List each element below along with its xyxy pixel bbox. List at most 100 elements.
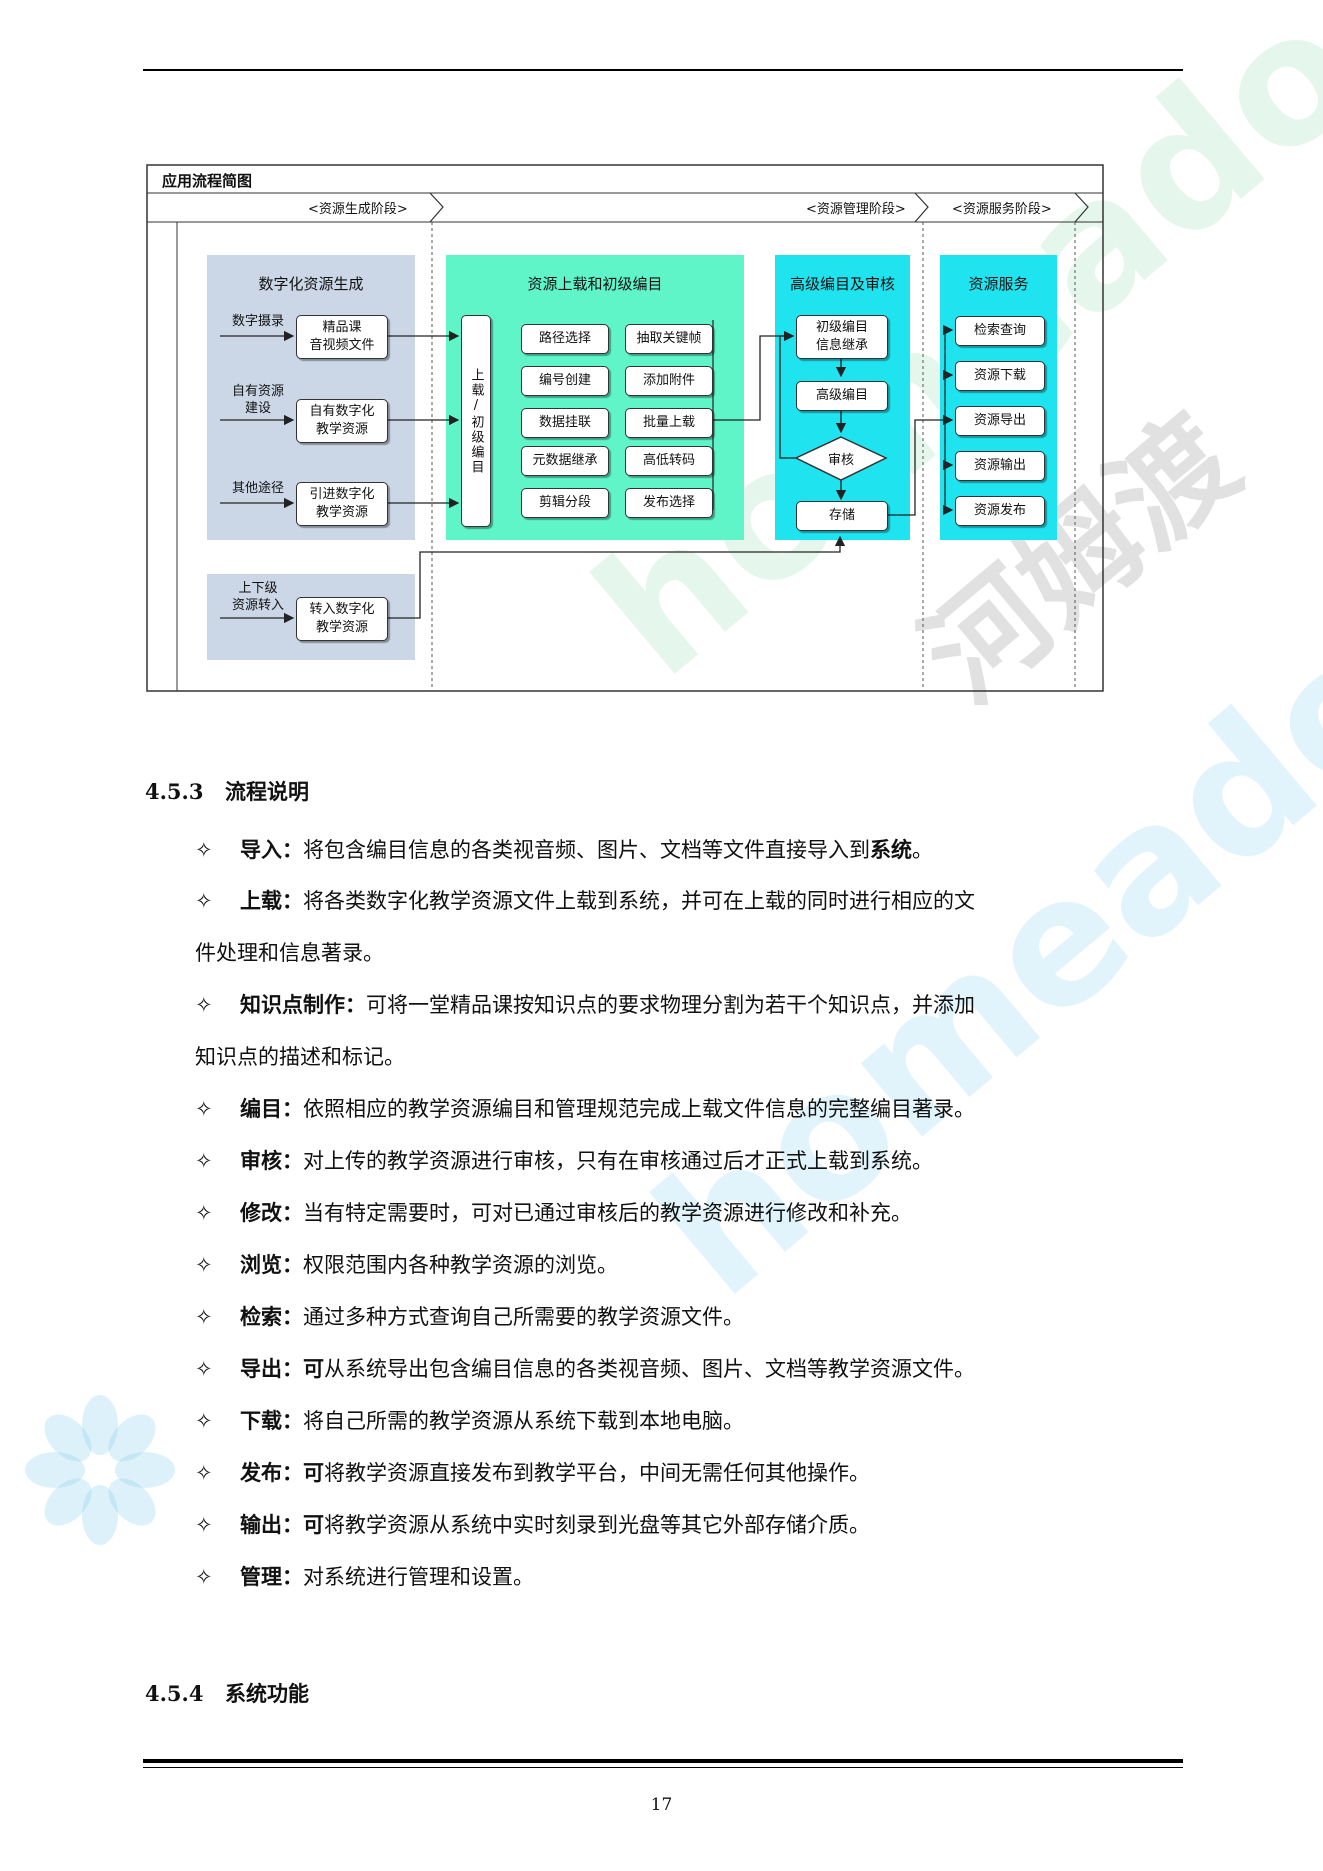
bullet-icon: ✧ [195,1357,213,1381]
section-heading: 4.5.4 系统功能 [145,1678,309,1708]
bullet-icon: ✧ [195,889,213,913]
page-number: 17 [650,1795,673,1815]
item-term: 输出： [240,1512,303,1537]
item-text: 将教学资源从系统中实时刻录到光盘等其它外部存储介质。 [324,1513,870,1537]
list-item: ✧ 输出：可将教学资源从系统中实时刻录到光盘等其它外部存储介质。 [195,1509,1185,1541]
footer-rule-thin [143,1767,1183,1768]
source-box: 转入数字化 教学资源 [296,597,388,641]
item-continuation: 件处理和信息著录。 [195,941,384,965]
item-term: 发布： [240,1460,303,1485]
item-text: 可将一堂精品课按知识点的要求物理分割为若干个知识点，并添加 [366,993,975,1017]
panel-service-title: 资源服务 [968,275,1029,293]
bullet-icon: ✧ [195,1149,213,1173]
item-term: 导入： [240,837,303,862]
process-box: 编号创建 [521,366,609,396]
footer-rule [143,1759,1183,1763]
item-term: 知识点制作： [240,992,366,1017]
list-item: ✧ 审核：对上传的教学资源进行审核，只有在审核通过后才正式上载到系统。 [195,1145,1185,1177]
list-item: ✧ 下载：将自己所需的教学资源从系统下载到本地电脑。 [195,1405,1185,1437]
storage-box: 存储 [796,501,888,531]
item-continuation: 知识点的描述和标记。 [195,1045,405,1069]
bullet-icon: ✧ [195,1305,213,1329]
section-title: 流程说明 [225,779,309,804]
item-text: 依照相应的教学资源编目和管理规范完成上载文件信息的完整编目著录。 [303,1097,975,1121]
section-number: 4.5.4 [145,1681,204,1706]
process-box: 抽取关键帧 [625,324,713,354]
source-label: 上下级 资源转入 [231,581,284,613]
bullet-icon: ✧ [195,1461,213,1485]
item-text: 将教学资源直接发布到教学平台，中间无需任何其他操作。 [324,1461,870,1485]
list-item: ✧ 导出：可从系统导出包含编目信息的各类视音频、图片、文档等教学资源文件。 [195,1353,1185,1385]
bullet-icon: ✧ [195,1097,213,1121]
section-title: 系统功能 [225,1681,309,1706]
source-label: 其他途径 [231,481,284,496]
panel-upload-title: 资源上载和初级编目 [527,275,663,293]
process-box: 添加附件 [625,366,713,396]
process-box: 批量上载 [625,408,713,438]
source-box: 自有数字化 教学资源 [296,399,388,443]
item-term: 管理： [240,1564,303,1589]
item-term: 检索： [240,1304,303,1329]
source-box: 引进数字化 教学资源 [296,482,388,526]
process-box: 数据挂联 [521,408,609,438]
item-text: 将包含编目信息的各类视音频、图片、文档等文件直接导入到 [303,838,870,862]
item-text-tail: 。 [912,838,933,862]
bullet-icon: ✧ [195,993,213,1017]
process-box: 元数据继承 [521,446,609,476]
bullet-icon: ✧ [195,1409,213,1433]
phase-service: <资源服务阶段> [952,202,1052,217]
item-term: 编目： [240,1096,303,1121]
process-box: 路径选择 [521,324,609,354]
service-box: 检索查询 [955,316,1045,346]
item-text: 当有特定需要时，可对已通过审核后的教学资源进行修改和补充。 [303,1201,912,1225]
item-text-bold: 可 [303,1512,324,1537]
item-text: 将各类数字化教学资源文件上载到系统，并可在上载的同时进行相应的文 [303,889,975,913]
header-rule [143,69,1183,71]
panel-generation-title: 数字化资源生成 [258,275,364,293]
phase-generation: <资源生成阶段> [308,202,408,217]
process-box: 发布选择 [625,488,713,518]
item-term: 浏览： [240,1252,303,1277]
process-box: 剪辑分段 [521,488,609,518]
item-text: 权限范围内各种教学资源的浏览。 [303,1253,618,1277]
item-text-bold: 系统 [870,837,912,862]
list-item: ✧ 修改：当有特定需要时，可对已通过审核后的教学资源进行修改和补充。 [195,1197,1185,1229]
bullet-icon: ✧ [195,1565,213,1589]
item-text: 对系统进行管理和设置。 [303,1565,534,1589]
bullet-icon: ✧ [195,838,213,862]
bullet-icon: ✧ [195,1513,213,1537]
list-item: ✧ 发布：可将教学资源直接发布到教学平台，中间无需任何其他操作。 [195,1457,1185,1489]
item-text: 将自己所需的教学资源从系统下载到本地电脑。 [303,1409,744,1433]
panel-advanced-title: 高级编目及审核 [789,275,895,293]
upload-catalog-box: 上载/初级编目 [461,315,491,527]
item-term: 下载： [240,1408,303,1433]
process-box: 初级编目 信息继承 [796,315,888,359]
process-box: 高低转码 [625,446,713,476]
service-box: 资源导出 [955,406,1045,436]
service-box: 资源下载 [955,361,1045,391]
section-number: 4.5.3 [145,779,204,804]
bullet-icon: ✧ [195,1201,213,1225]
item-text: 通过多种方式查询自己所需要的教学资源文件。 [303,1305,744,1329]
section-heading: 4.5.3 流程说明 [145,776,309,806]
service-box: 资源发布 [955,496,1045,526]
item-term: 导出： [240,1356,303,1381]
review-decision: 审核 [827,453,854,468]
list-item: ✧ 编目：依照相应的教学资源编目和管理规范完成上载文件信息的完整编目著录。 [195,1093,1185,1125]
list-item: ✧ 知识点制作：可将一堂精品课按知识点的要求物理分割为若干个知识点，并添加 [195,989,1185,1021]
flow-diagram: 应用流程简图 <资源生成阶段> <资源管理阶段> <资源服务阶段> 数字化资源生… [0,0,1323,700]
list-item: ✧ 浏览：权限范围内各种教学资源的浏览。 [195,1249,1185,1281]
list-item: ✧ 检索：通过多种方式查询自己所需要的教学资源文件。 [195,1301,1185,1333]
item-text-bold: 可 [303,1356,324,1381]
list-item: ✧ 管理：对系统进行管理和设置。 [195,1561,1185,1593]
item-text-bold: 可 [303,1460,324,1485]
source-label: 数字摄录 [231,314,284,329]
source-label: 自有资源 建设 [231,384,284,416]
item-text: 从系统导出包含编目信息的各类视音频、图片、文档等教学资源文件。 [324,1357,975,1381]
phase-management: <资源管理阶段> [806,202,906,217]
process-box: 高级编目 [796,381,888,411]
service-box: 资源输出 [955,451,1045,481]
item-text: 对上传的教学资源进行审核，只有在审核通过后才正式上载到系统。 [303,1149,933,1173]
list-item: ✧ 导入：将包含编目信息的各类视音频、图片、文档等文件直接导入到系统。 [195,834,1185,866]
list-item: ✧ 上载：将各类数字化教学资源文件上载到系统，并可在上载的同时进行相应的文 [195,885,1185,917]
